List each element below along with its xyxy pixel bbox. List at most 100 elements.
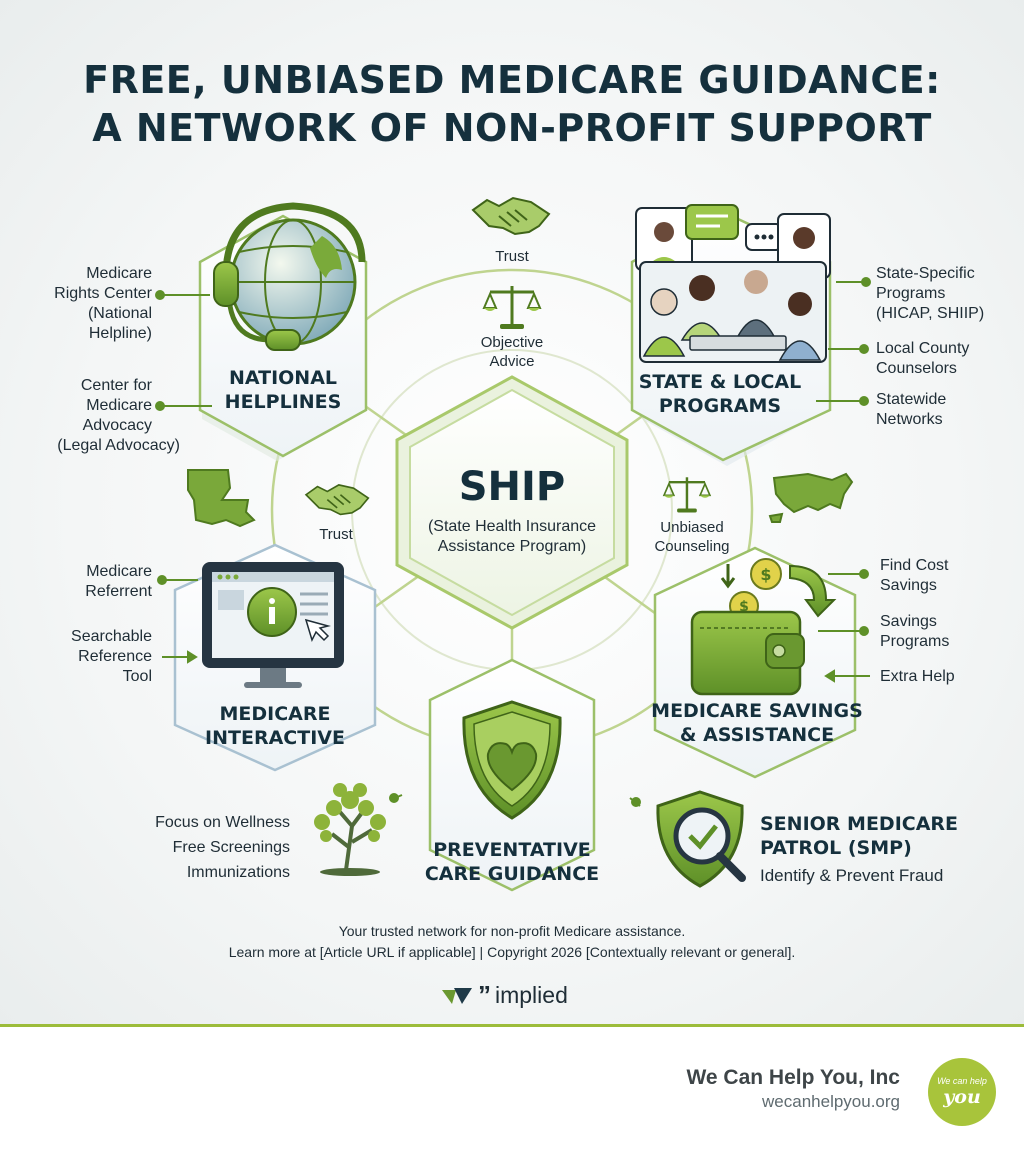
svg-text:$: $ bbox=[760, 565, 771, 584]
handshake-icon bbox=[304, 484, 370, 516]
callout-county-line: Counselors bbox=[876, 360, 957, 377]
usa-map-icon bbox=[768, 472, 854, 523]
brand-url[interactable]: wecanhelpyou.org bbox=[762, 1092, 900, 1111]
node-state-local: STATE & LOCAL PROGRAMS bbox=[620, 370, 820, 418]
callout-mrc-line: (National bbox=[87, 305, 152, 322]
callout-extra-help: Extra Help bbox=[880, 668, 955, 685]
node-state-line1: STATE & LOCAL bbox=[638, 371, 802, 393]
footer-text: Your trusted network for non-profit Medi… bbox=[0, 921, 1024, 963]
node-savings-line1: MEDICARE SAVINGS bbox=[651, 700, 863, 722]
connector-unbiased-line2: Counseling bbox=[654, 538, 730, 555]
louisiana-map-icon bbox=[187, 469, 256, 528]
globe-headset-icon bbox=[213, 202, 366, 351]
node-medicare-interactive: MEDICARE INTERACTIVE bbox=[175, 702, 375, 750]
center-sub-line2: Assistance Program) bbox=[437, 538, 587, 555]
scales-icon bbox=[662, 477, 712, 513]
callout-center-medicare-advocacy: Center for Medicare Advocacy (Legal Advo… bbox=[10, 376, 180, 456]
logo-quote: ” bbox=[478, 979, 491, 1010]
callout-searchable-tool: Searchable Reference Tool bbox=[10, 627, 152, 687]
callout-cma-line: Advocacy bbox=[82, 417, 152, 434]
divider-rule bbox=[0, 1024, 1024, 1027]
center-label: SHIP bbox=[458, 464, 566, 510]
callout-cma-line: Center for bbox=[80, 377, 152, 394]
callout-mrc-line: Rights Center bbox=[54, 285, 152, 302]
brand-name: We Can Help You, Inc bbox=[686, 1066, 900, 1089]
connector-unbiased-line1: Unbiased bbox=[660, 519, 724, 536]
center-sub-line1: (State Health Insurance bbox=[427, 518, 597, 535]
callout-wellness-line: Focus on Wellness bbox=[155, 814, 290, 831]
implied-logo: ” implied bbox=[440, 980, 568, 1010]
connector-unbiased-counseling: Unbiased Counseling bbox=[632, 518, 752, 556]
callout-wellness-line: Free Screenings bbox=[172, 839, 290, 856]
callout-local-county: Local County Counselors bbox=[876, 339, 969, 379]
callout-savprog-line: Savings bbox=[880, 613, 937, 630]
callout-referrent-line: Referrent bbox=[85, 583, 152, 600]
wallet-coin-icon: $ $ bbox=[690, 558, 837, 696]
callout-state-line: State-Specific bbox=[876, 265, 975, 282]
callout-statewide-line: Networks bbox=[876, 411, 943, 428]
callout-state-specific: State-Specific Programs (HICAP, SHIIP) bbox=[876, 264, 984, 324]
callout-findcost-line: Find Cost bbox=[880, 557, 949, 574]
scales-icon bbox=[482, 286, 542, 329]
node-interactive-line1: MEDICARE bbox=[219, 703, 331, 725]
node-smp: SENIOR MEDICARE PATROL (SMP) bbox=[760, 812, 958, 860]
callout-referrent-line: Medicare bbox=[86, 563, 152, 580]
node-smp-line1: SENIOR MEDICARE bbox=[760, 813, 959, 835]
node-savings-assistance: MEDICARE SAVINGS & ASSISTANCE bbox=[647, 699, 867, 747]
callout-medicare-rights-center: Medicare Rights Center (National Helplin… bbox=[10, 264, 152, 344]
connector-objective-line2: Advice bbox=[489, 353, 535, 370]
infographic-canvas: FREE, UNBIASED MEDICARE GUIDANCE: A NETW… bbox=[0, 0, 1024, 1025]
node-preventative-care: PREVENTATIVE CARE GUIDANCE bbox=[412, 838, 612, 886]
center-subtitle: (State Health Insurance Assistance Progr… bbox=[402, 517, 622, 557]
connector-trust-top: Trust bbox=[495, 248, 529, 265]
monitor-info-icon bbox=[202, 562, 344, 688]
node-savings-line2: & ASSISTANCE bbox=[679, 724, 835, 746]
node-state-line2: PROGRAMS bbox=[658, 395, 782, 417]
badge-main-text: you bbox=[943, 1086, 981, 1108]
tree-icon bbox=[314, 783, 386, 876]
connector-objective-line1: Objective bbox=[480, 334, 544, 351]
implied-logo-icon bbox=[442, 988, 472, 1004]
callout-wellness-line: Immunizations bbox=[186, 864, 290, 881]
hex-center bbox=[395, 375, 629, 630]
node-interactive-line2: INTERACTIVE bbox=[205, 727, 345, 749]
handshake-icon bbox=[471, 196, 551, 236]
callout-lines bbox=[155, 277, 871, 807]
logo-word: implied bbox=[495, 981, 568, 1008]
callout-cma-line: (Legal Advocacy) bbox=[57, 437, 180, 454]
callout-cma-line: Medicare bbox=[86, 397, 152, 414]
node-smp-line2: PATROL (SMP) bbox=[760, 837, 912, 859]
node-national-line2: HELPLINES bbox=[224, 391, 342, 413]
node-preventative-line1: PREVENTATIVE bbox=[433, 839, 591, 861]
connector-objective-advice: Objective Advice bbox=[452, 333, 572, 371]
title-line-2: A NETWORK OF NON-PROFIT SUPPORT bbox=[92, 106, 932, 150]
callout-wellness: Focus on Wellness Free Screenings Immuni… bbox=[90, 810, 290, 885]
footer-line-2: Learn more at [Article URL if applicable… bbox=[228, 944, 796, 960]
callout-statewide: Statewide Networks bbox=[876, 390, 946, 430]
callout-state-line: Programs bbox=[876, 285, 946, 302]
page-title: FREE, UNBIASED MEDICARE GUIDANCE: A NETW… bbox=[0, 56, 1024, 152]
callout-savprog-line: Programs bbox=[880, 633, 950, 650]
callout-searchable-line: Searchable bbox=[71, 628, 152, 645]
callout-find-cost: Find Cost Savings bbox=[880, 556, 948, 596]
callout-mrc-line: Medicare bbox=[86, 265, 152, 282]
callout-searchable-line: Tool bbox=[122, 668, 152, 685]
footer-line-1: Your trusted network for non-profit Medi… bbox=[338, 923, 686, 939]
shield-heart-icon bbox=[462, 700, 562, 820]
connector-trust-left: Trust bbox=[319, 526, 353, 543]
callout-savings-programs: Savings Programs bbox=[880, 612, 949, 652]
smp-description: Identify & Prevent Fraud bbox=[760, 866, 944, 885]
callout-state-line: (HICAP, SHIIP) bbox=[876, 305, 985, 322]
network-diagram: $ $ bbox=[155, 196, 871, 892]
node-national-line1: NATIONAL bbox=[228, 367, 338, 389]
people-meeting-icon bbox=[635, 204, 831, 363]
callout-searchable-line: Reference bbox=[78, 648, 152, 665]
title-line-1: FREE, UNBIASED MEDICARE GUIDANCE: bbox=[83, 58, 941, 102]
callout-medicare-referrent: Medicare Referrent bbox=[10, 562, 152, 602]
node-preventative-line2: CARE GUIDANCE bbox=[424, 863, 600, 885]
callout-statewide-line: Statewide bbox=[876, 391, 947, 408]
node-national-helplines: NATIONAL HELPLINES bbox=[183, 366, 383, 414]
callout-findcost-line: Savings bbox=[880, 577, 937, 594]
brand-badge: We can help you bbox=[928, 1058, 996, 1126]
magnifier-shield-icon bbox=[656, 790, 746, 888]
